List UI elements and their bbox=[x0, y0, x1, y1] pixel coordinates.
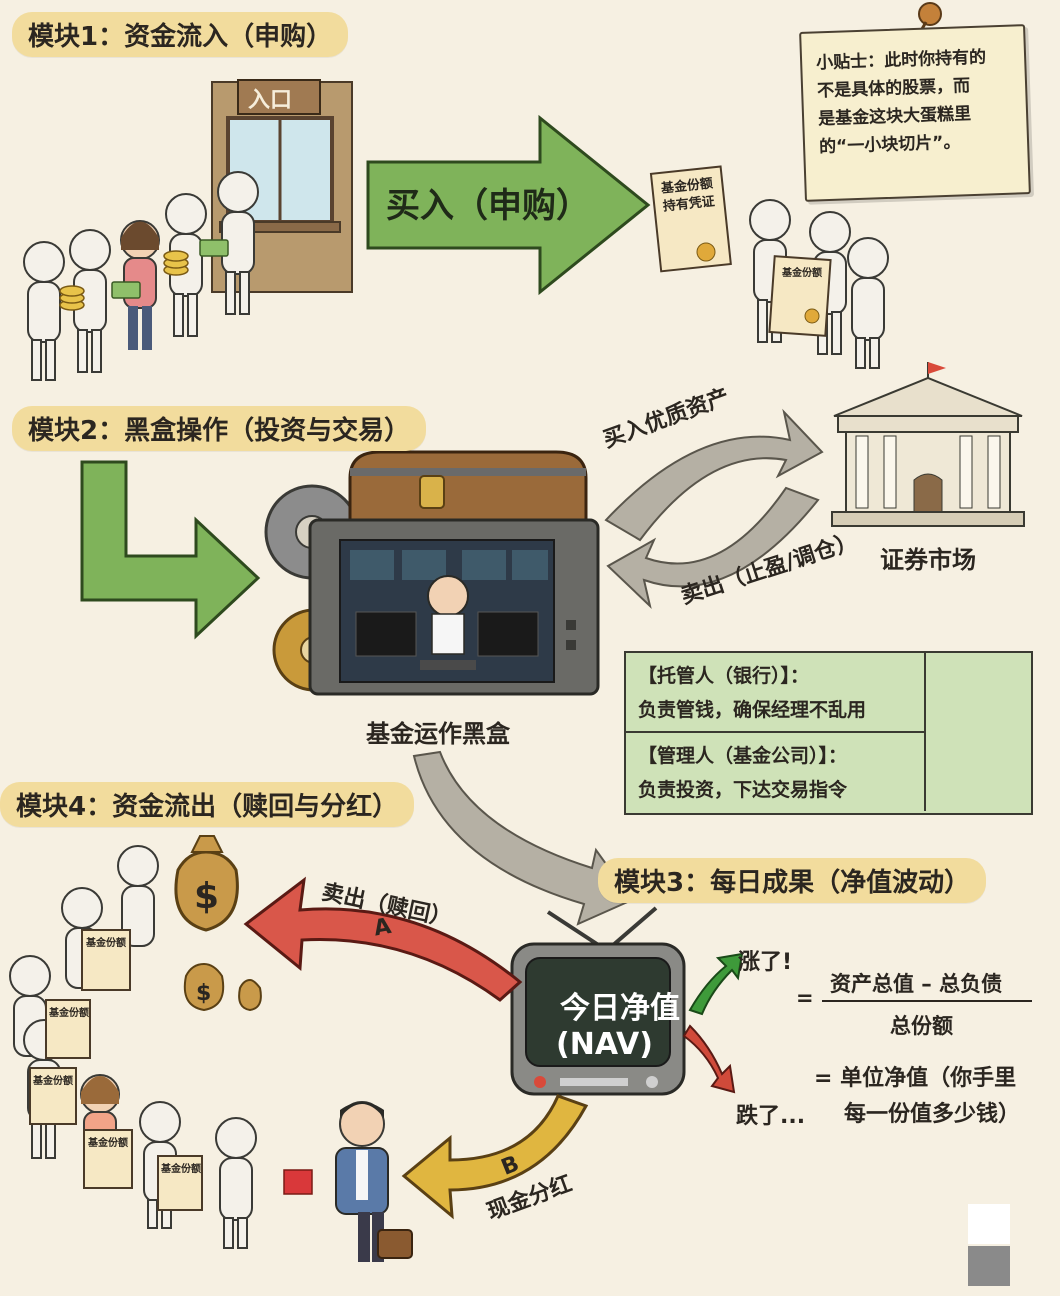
inflow-arrow bbox=[80, 460, 261, 640]
formula-numerator: 资产总值 – 总负债 bbox=[830, 972, 1003, 996]
nav-up-arrow-icon bbox=[688, 952, 744, 1016]
share-tag-label: 基金份额 bbox=[160, 1162, 201, 1175]
share-certificates bbox=[29, 929, 203, 1211]
tv-line-2: (NAV) bbox=[556, 1027, 653, 1062]
buy-arrow bbox=[366, 114, 651, 296]
exchange-arrows bbox=[604, 408, 824, 610]
custodian-row: 【托管人（银行）】： 负责管钱，确保经理不乱用 bbox=[626, 653, 926, 733]
share-tag-label: 基金份额 bbox=[781, 266, 822, 279]
redeem-arrow bbox=[243, 876, 523, 1002]
custodian-desc: 负责管钱，确保经理不乱用 bbox=[638, 699, 867, 721]
investor-queue bbox=[23, 171, 259, 381]
formula-eq-sign: = bbox=[796, 986, 814, 1010]
woman-investor bbox=[120, 220, 160, 350]
nav-down-label: 跌了... bbox=[736, 1104, 806, 1129]
tip-note-text: 小贴士：此时你持有的 不是具体的股票，而 是基金这块大蛋糕里 的“一小块切片”。 bbox=[816, 43, 1016, 162]
watermark-block bbox=[968, 1246, 1010, 1286]
fund-manager-figure bbox=[283, 1101, 413, 1262]
module-1-title: 模块1：资金流入（申购） bbox=[12, 12, 349, 57]
stock-exchange-building bbox=[831, 362, 1025, 527]
formula-unit-nav-desc: 每一份值多少钱） bbox=[844, 1102, 1021, 1127]
coin-stacks bbox=[59, 250, 189, 311]
entrance-sign: 入口 bbox=[248, 88, 293, 113]
manager-title: 【管理人（基金公司）】： bbox=[638, 745, 848, 767]
certificate-paper bbox=[649, 165, 832, 337]
module-4-title: 模块4：资金流出（赎回与分红） bbox=[0, 782, 415, 827]
dividend-arrow bbox=[401, 1094, 589, 1220]
svg-text:$: $ bbox=[194, 876, 219, 917]
formula-unit-nav: = 单位净值（你手里 bbox=[814, 1066, 1017, 1091]
module-2-title: 模块2：黑盒操作（投资与交易） bbox=[12, 406, 427, 451]
market-name: 证券市场 bbox=[880, 546, 976, 574]
nav-tv bbox=[510, 906, 686, 1096]
manager-row: 【管理人（基金公司）】： 负责投资，下达交易指令 bbox=[626, 733, 926, 811]
blackbox-label: 基金运作黑盒 bbox=[366, 720, 510, 748]
share-tag-label: 基金份额 bbox=[87, 1136, 128, 1149]
certificate-label: 基金份额 持有凭证 bbox=[660, 175, 715, 216]
manager-desc: 负责投资，下达交易指令 bbox=[638, 779, 848, 801]
custodian-title: 【托管人（银行）】： bbox=[638, 665, 810, 687]
money-bag-icon: $ $ bbox=[174, 835, 262, 1012]
tv-line-1: 今日净值 bbox=[560, 991, 680, 1026]
share-tag-label: 基金份额 bbox=[32, 1074, 73, 1087]
cash-bundles bbox=[111, 239, 229, 299]
svg-text:$: $ bbox=[196, 981, 211, 1006]
treasure-chest bbox=[348, 450, 588, 522]
nav-up-label: 涨了! bbox=[738, 950, 793, 975]
formula-denominator: 总份额 bbox=[890, 1014, 953, 1038]
share-tag-label: 基金份额 bbox=[48, 1006, 89, 1019]
buy-arrow-label: 买入（申购） bbox=[386, 186, 590, 226]
flow-arrow-to-tv bbox=[412, 750, 634, 926]
share-tag-label: 基金份额 bbox=[85, 936, 126, 949]
nav-down-arrow-icon bbox=[682, 1024, 736, 1094]
watermark-block bbox=[968, 1204, 1010, 1244]
redeem-letter: A bbox=[372, 914, 393, 942]
tip-note: 小贴士：此时你持有的 不是具体的股票，而 是基金这块大蛋糕里 的“一小块切片”。 bbox=[799, 24, 1031, 202]
roles-panel: 【托管人（银行）】： 负责管钱，确保经理不乱用 【管理人（基金公司）】： 负责投… bbox=[624, 651, 1033, 815]
black-box-monitor bbox=[308, 518, 600, 696]
module-3-title: 模块3：每日成果（净值波动） bbox=[598, 858, 987, 903]
tip-line-4: 的“一小块切片”。 bbox=[818, 132, 961, 158]
